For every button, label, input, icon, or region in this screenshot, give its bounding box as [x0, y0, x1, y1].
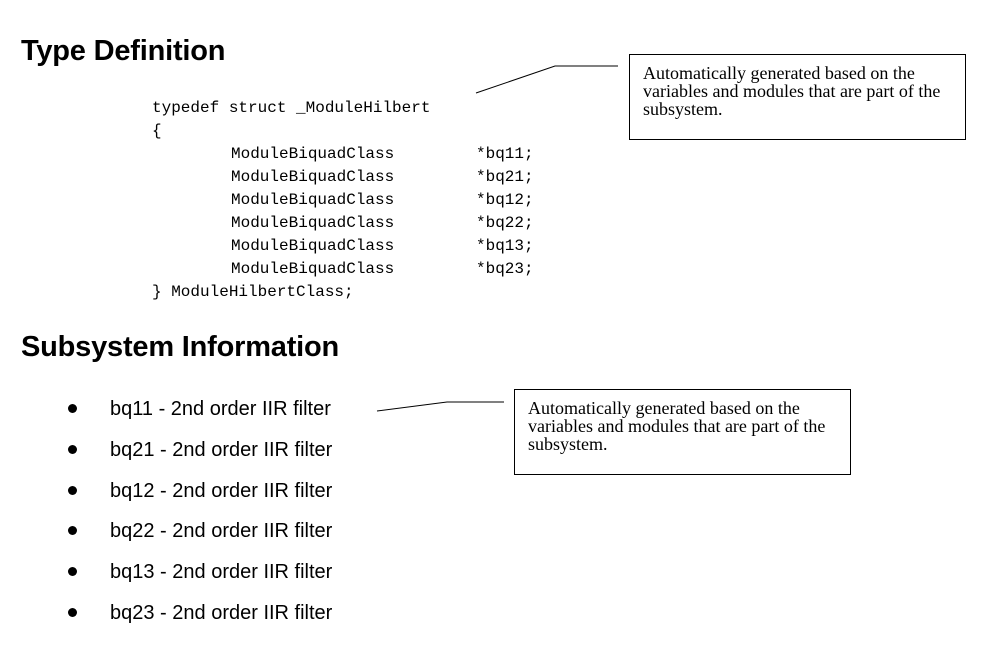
typedef-code-block: typedef struct _ModuleHilbert { ModuleBiqu…	[152, 97, 534, 304]
subsystem-callout: Automatically generated based on the var…	[514, 389, 851, 475]
type-definition-heading: Type Definition	[21, 35, 226, 67]
list-item-text: bq21 - 2nd order IIR filter	[110, 438, 333, 461]
member-name: *bq11;	[476, 145, 534, 163]
code-line-member: ModuleBiquadClass *bq13;	[152, 235, 534, 258]
code-line-member: ModuleBiquadClass *bq12;	[152, 189, 534, 212]
code-line-member: ModuleBiquadClass *bq11;	[152, 143, 534, 166]
list-item-text: bq22 - 2nd order IIR filter	[110, 520, 333, 543]
subsystem-information-heading: Subsystem Information	[21, 331, 340, 363]
code-line-member: ModuleBiquadClass *bq21;	[152, 166, 534, 189]
member-type: ModuleBiquadClass	[231, 191, 395, 209]
list-item-text: bq23 - 2nd order IIR filter	[110, 601, 333, 624]
member-name: *bq21;	[476, 168, 534, 186]
member-name: *bq23;	[476, 260, 534, 278]
member-name: *bq22;	[476, 214, 534, 232]
bullet-icon	[68, 444, 77, 454]
bullet-icon	[68, 567, 77, 577]
type-definition-callout: Automatically generated based on the var…	[629, 54, 966, 140]
code-line-brace-open: {	[152, 122, 162, 140]
type-definition-connector-line	[475, 65, 618, 94]
bullet-icon	[68, 526, 77, 536]
member-name: *bq13;	[476, 237, 534, 255]
code-line-member: ModuleBiquadClass *bq23;	[152, 258, 534, 281]
bullet-icon	[68, 485, 77, 495]
code-line-closing: } ModuleHilbertClass;	[152, 283, 354, 301]
member-type: ModuleBiquadClass	[231, 145, 395, 163]
member-type: ModuleBiquadClass	[231, 214, 395, 232]
member-name: *bq12;	[476, 191, 534, 209]
bullet-icon	[68, 404, 77, 413]
list-item-text: bq12 - 2nd order IIR filter	[110, 479, 333, 502]
bullet-icon	[68, 607, 77, 617]
list-item-text: bq13 - 2nd order IIR filter	[110, 561, 333, 584]
subsystem-connector-line	[376, 401, 504, 412]
member-type: ModuleBiquadClass	[231, 260, 395, 278]
member-type: ModuleBiquadClass	[231, 237, 395, 255]
member-type: ModuleBiquadClass	[231, 168, 395, 186]
list-item-text: bq11 - 2nd order IIR filter	[110, 398, 331, 420]
code-line-member: ModuleBiquadClass *bq22;	[152, 212, 534, 235]
code-line-typedef: typedef struct _ModuleHilbert	[152, 99, 431, 117]
